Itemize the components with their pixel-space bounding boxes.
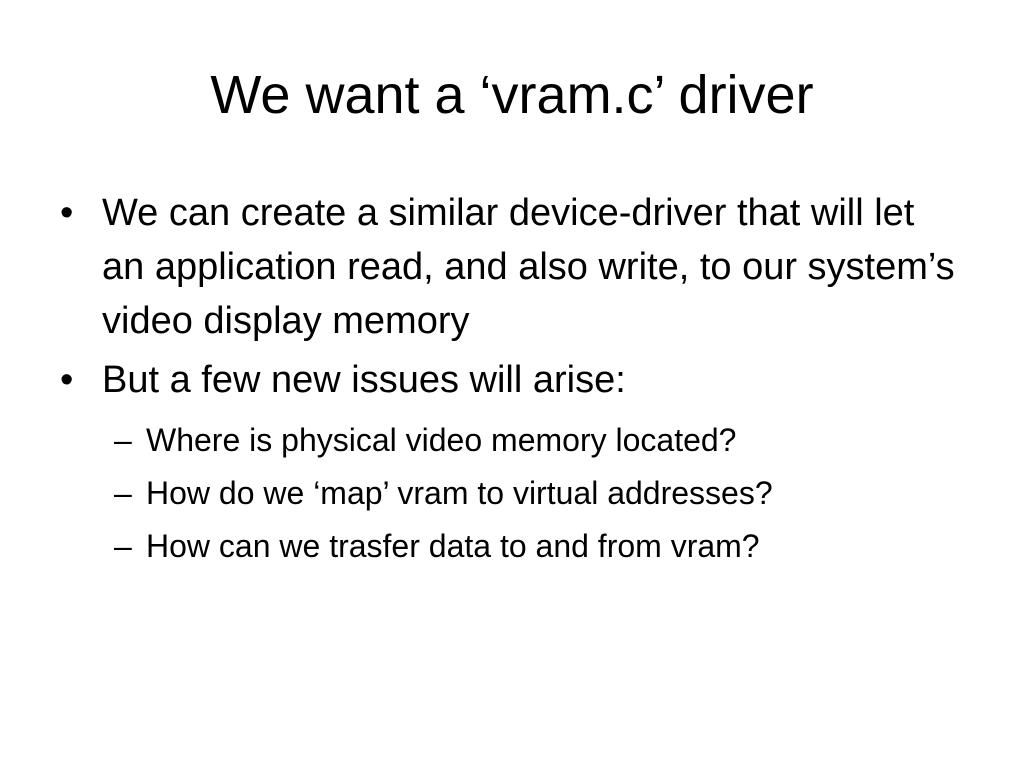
bullet-item: • But a few new issues will arise: xyxy=(58,353,958,407)
sub-bullet-item: – How can we trasfer data to and from vr… xyxy=(58,527,958,566)
bullet-marker: • xyxy=(60,359,74,401)
sub-bullet-list: – Where is physical video memory located… xyxy=(58,421,958,566)
bullet-text: But a few new issues will arise: xyxy=(102,359,626,401)
sub-bullet-item: – How do we ‘map’ vram to virtual addres… xyxy=(58,474,958,513)
bullet-item: • We can create a similar device-driver … xyxy=(58,186,958,348)
sub-bullet-marker: – xyxy=(114,422,132,458)
bullet-text: We can create a similar device-driver th… xyxy=(102,192,955,342)
slide-title: We want a ‘vram.c’ driver xyxy=(210,65,814,125)
bullet-marker: • xyxy=(60,192,74,234)
sub-bullet-text: How can we trasfer data to and from vram… xyxy=(146,528,760,564)
slide-content: • We can create a similar device-driver … xyxy=(58,186,958,566)
sub-bullet-text: Where is physical video memory located? xyxy=(146,422,737,458)
sub-bullet-marker: – xyxy=(114,475,132,511)
sub-bullet-marker: – xyxy=(114,528,132,564)
sub-bullet-text: How do we ‘map’ vram to virtual addresse… xyxy=(146,475,773,511)
sub-bullet-item: – Where is physical video memory located… xyxy=(58,421,958,460)
